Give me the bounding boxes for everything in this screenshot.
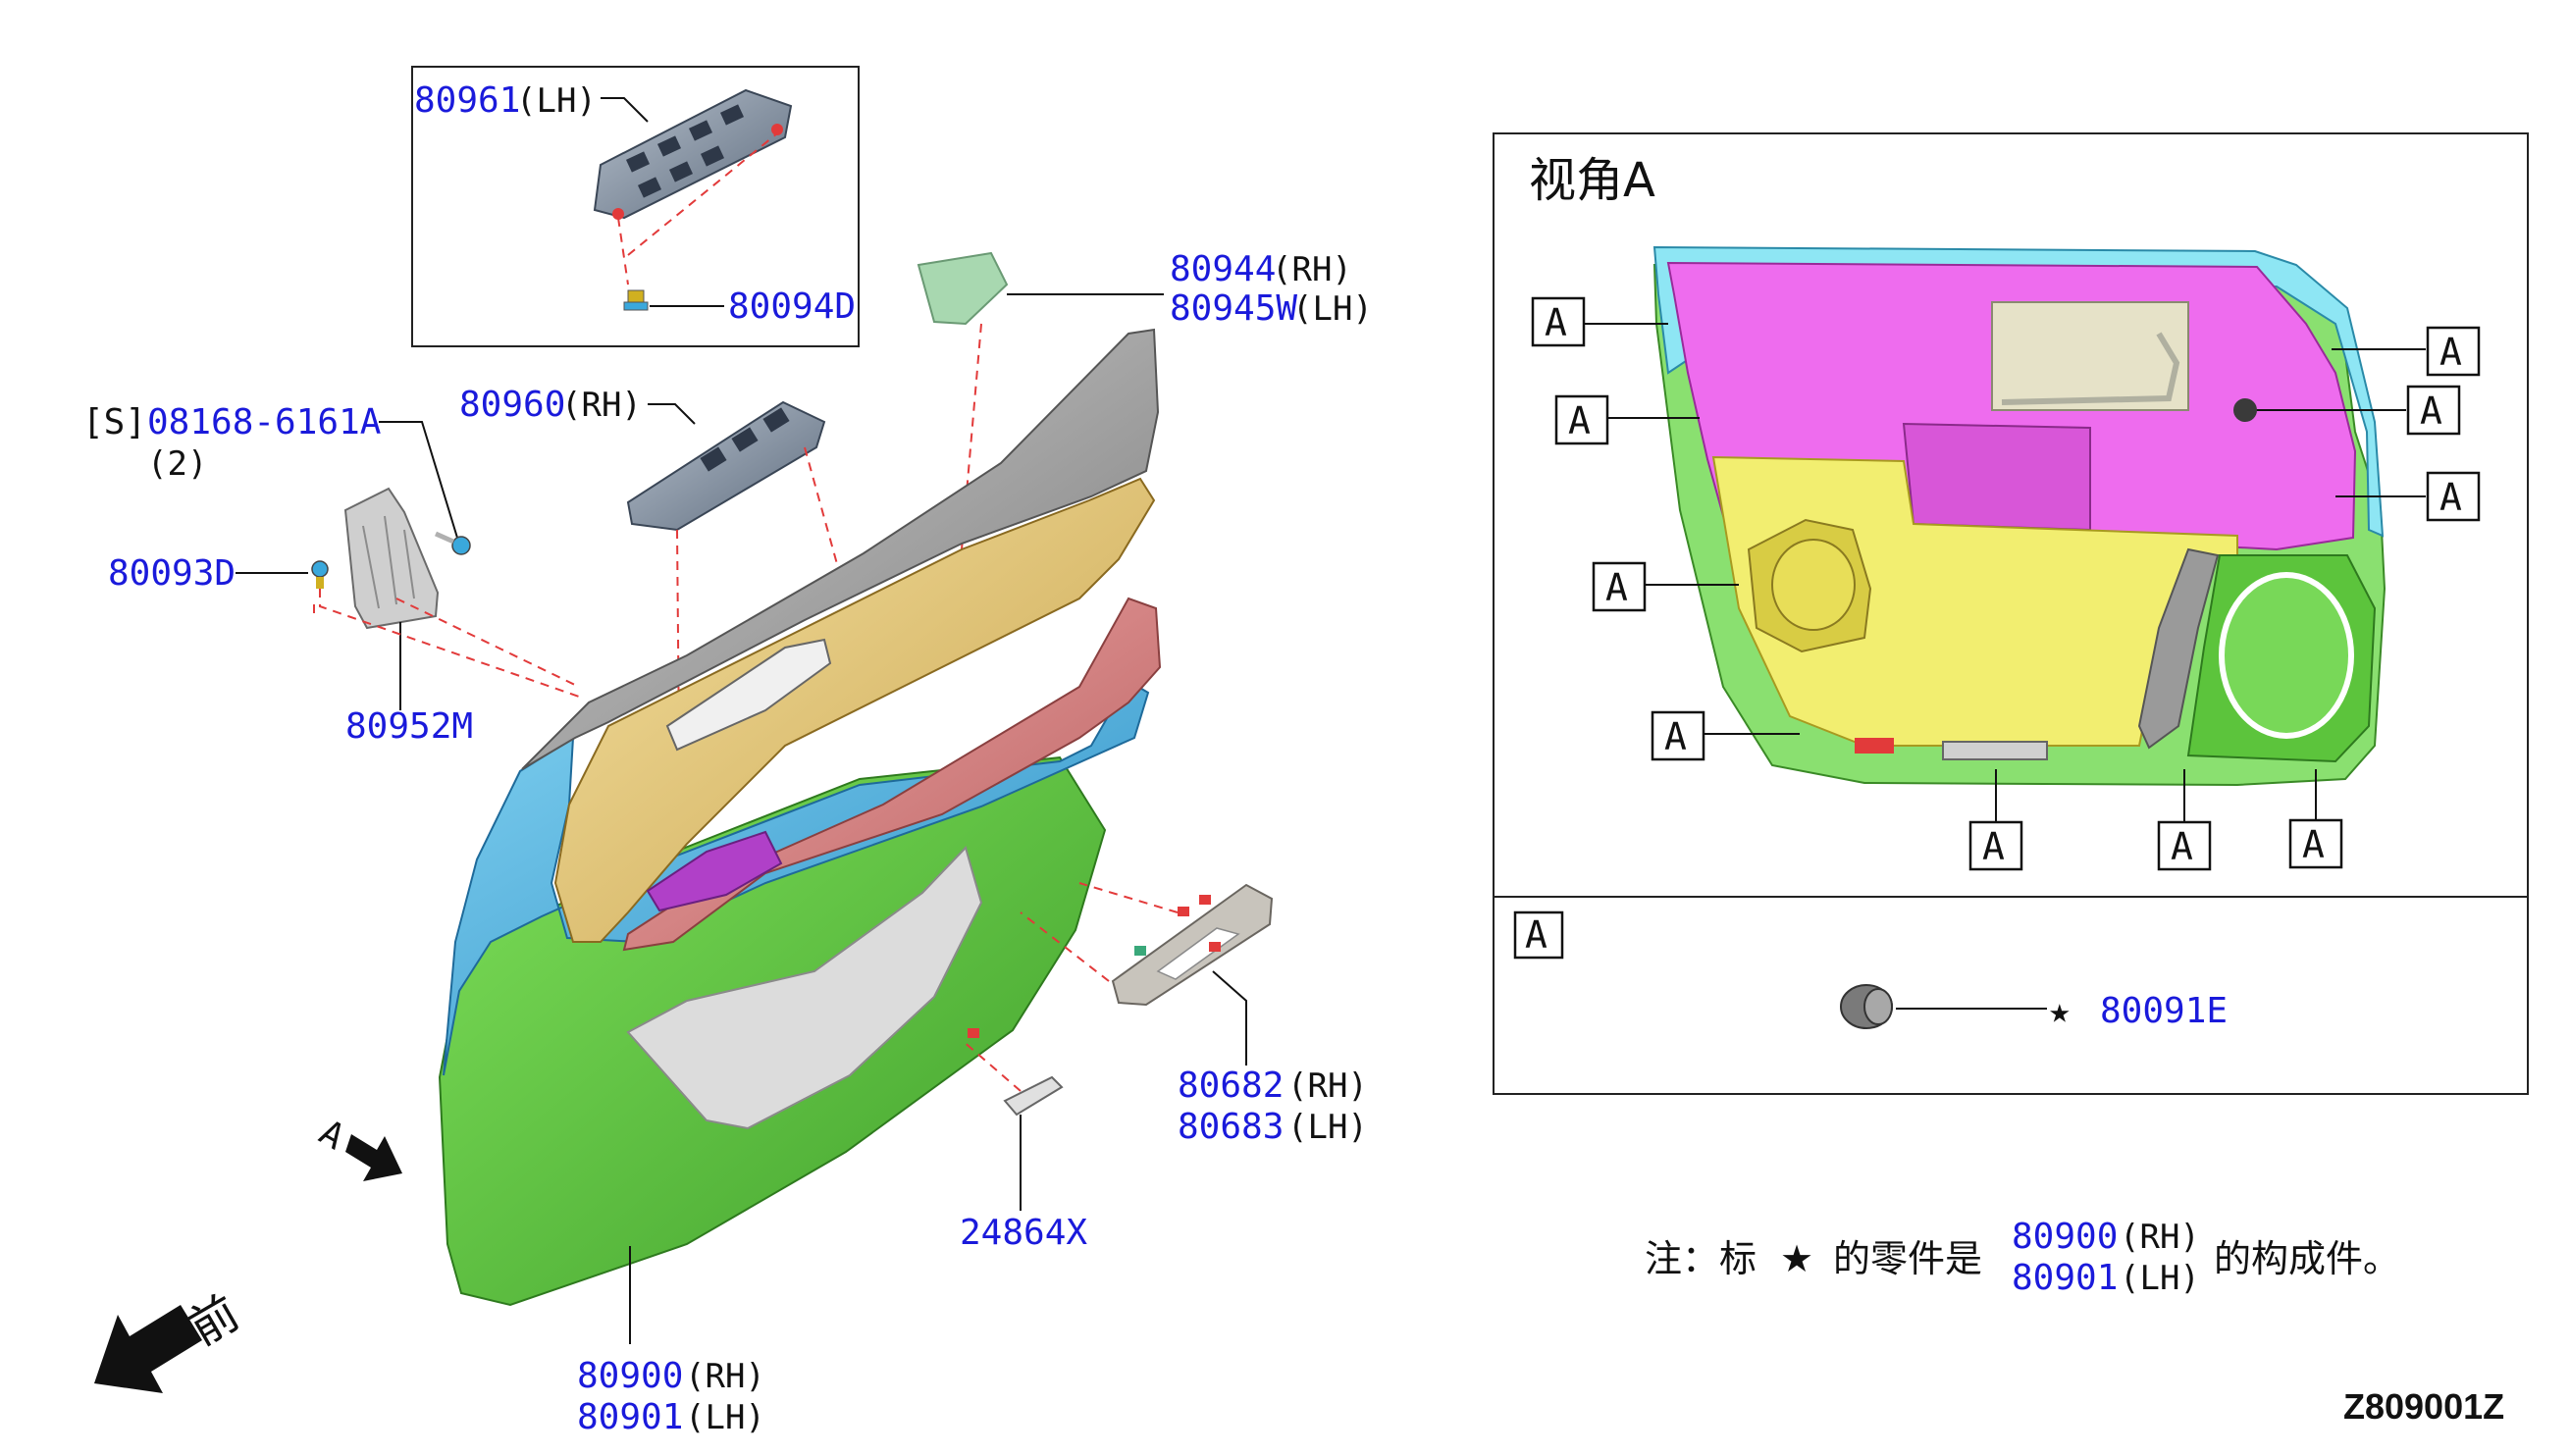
view-a-tag-left-2: A <box>1554 394 1609 445</box>
note-80901-side: (LH) <box>2120 1259 2200 1298</box>
svg-text:A: A <box>2420 390 2442 433</box>
inset-box <box>411 66 860 347</box>
view-a-tag-right-3: A <box>2426 471 2481 522</box>
view-a-title: 视角A <box>1529 153 1655 208</box>
part-80682-side: (RH) <box>1287 1066 1368 1106</box>
part-80945W-number: 80945W <box>1170 288 1297 329</box>
part-08168-prefix: [S] <box>82 402 146 442</box>
part-80960-side: (RH) <box>561 386 642 425</box>
svg-text:A: A <box>2302 823 2325 866</box>
pad-80944-drawing <box>917 251 1009 326</box>
part-80900-number: 80900 <box>577 1356 683 1396</box>
svg-text:A: A <box>1605 566 1628 609</box>
svg-text:A: A <box>312 1113 351 1159</box>
view-a-panel <box>1493 132 2529 1095</box>
svg-text:A: A <box>1525 913 1547 957</box>
note-star-icon: ★ <box>1780 1237 1813 1280</box>
door-trim-80900-drawing <box>438 328 1162 1307</box>
part-80961-side: (LH) <box>516 81 597 121</box>
note-prefix: 注：标 <box>1645 1237 1757 1280</box>
part-80944-number: 80944 <box>1170 249 1276 289</box>
switch-bezel-80961-drawing <box>593 88 793 220</box>
drawing-code: Z809001Z <box>2343 1386 2504 1427</box>
part-80961-number: 80961 <box>414 80 520 121</box>
bracket-80952M-drawing <box>343 487 440 630</box>
clip-80091E-drawing <box>1840 984 1893 1029</box>
note-middle: 的零件是 <box>1833 1237 1982 1280</box>
part-80960-number: 80960 <box>459 385 565 425</box>
note-80900-side: (RH) <box>2120 1218 2200 1257</box>
svg-text:A: A <box>2171 825 2193 868</box>
part-80094D-number: 80094D <box>728 286 856 327</box>
switch-80960-drawing <box>626 400 826 532</box>
view-a-tag-right-2: A <box>2406 385 2461 436</box>
view-a-tag-bottom-2: A <box>2157 820 2212 871</box>
part-08168-number: 08168-6161A <box>147 402 382 442</box>
part-80900-side: (RH) <box>685 1357 765 1396</box>
note-80900-number: 80900 <box>2012 1217 2118 1257</box>
part-80683-side: (LH) <box>1287 1108 1368 1147</box>
clip-80091E-star-icon: ★ <box>2049 991 2071 1031</box>
svg-text:A: A <box>1568 399 1591 442</box>
handle-bezel-80682-drawing <box>1111 883 1274 1007</box>
view-a-tag-left-3: A <box>1592 561 1647 612</box>
svg-text:A: A <box>1982 825 2005 868</box>
view-a-arrow: A <box>312 1113 402 1181</box>
part-80944-side: (RH) <box>1272 250 1352 289</box>
view-a-door-back <box>1652 245 2386 787</box>
part-80952M-number: 80952M <box>345 706 473 747</box>
view-a-tag-bottom-3: A <box>2288 818 2343 869</box>
svg-text:A: A <box>1664 715 1687 758</box>
part-80901-side: (LH) <box>685 1398 765 1437</box>
clip-80093D-drawing <box>311 560 329 589</box>
view-a-tag-group <box>1584 323 2426 822</box>
svg-text:A: A <box>2439 331 2462 374</box>
screw-08168-drawing <box>434 531 471 555</box>
part-80682-number: 80682 <box>1178 1066 1284 1106</box>
svg-text:A: A <box>2439 476 2462 519</box>
part-80901-number: 80901 <box>577 1397 683 1437</box>
view-a-tag-left-1: A <box>1531 296 1586 347</box>
clip-80091E-number: 80091E <box>2100 991 2228 1031</box>
clip-80094D-drawing <box>623 289 649 311</box>
note-end: 的构成件。 <box>2214 1237 2400 1280</box>
view-a-tag-right-1: A <box>2426 326 2481 377</box>
view-a-tag-bottom-1: A <box>1968 820 2023 871</box>
harness-clip-24864X-drawing <box>1003 1075 1064 1117</box>
svg-text:A: A <box>1545 301 1567 344</box>
detail-a-tag: A <box>1513 910 1564 960</box>
part-08168-qty: (2) <box>147 444 207 484</box>
note-80901-number: 80901 <box>2012 1258 2118 1298</box>
part-24864X-number: 24864X <box>960 1213 1087 1253</box>
view-a-tag-left-4: A <box>1651 710 1705 761</box>
part-80683-number: 80683 <box>1178 1107 1284 1147</box>
part-80093D-number: 80093D <box>108 553 236 594</box>
part-80945W-side: (LH) <box>1292 289 1373 329</box>
front-arrow-icon <box>94 1305 202 1393</box>
